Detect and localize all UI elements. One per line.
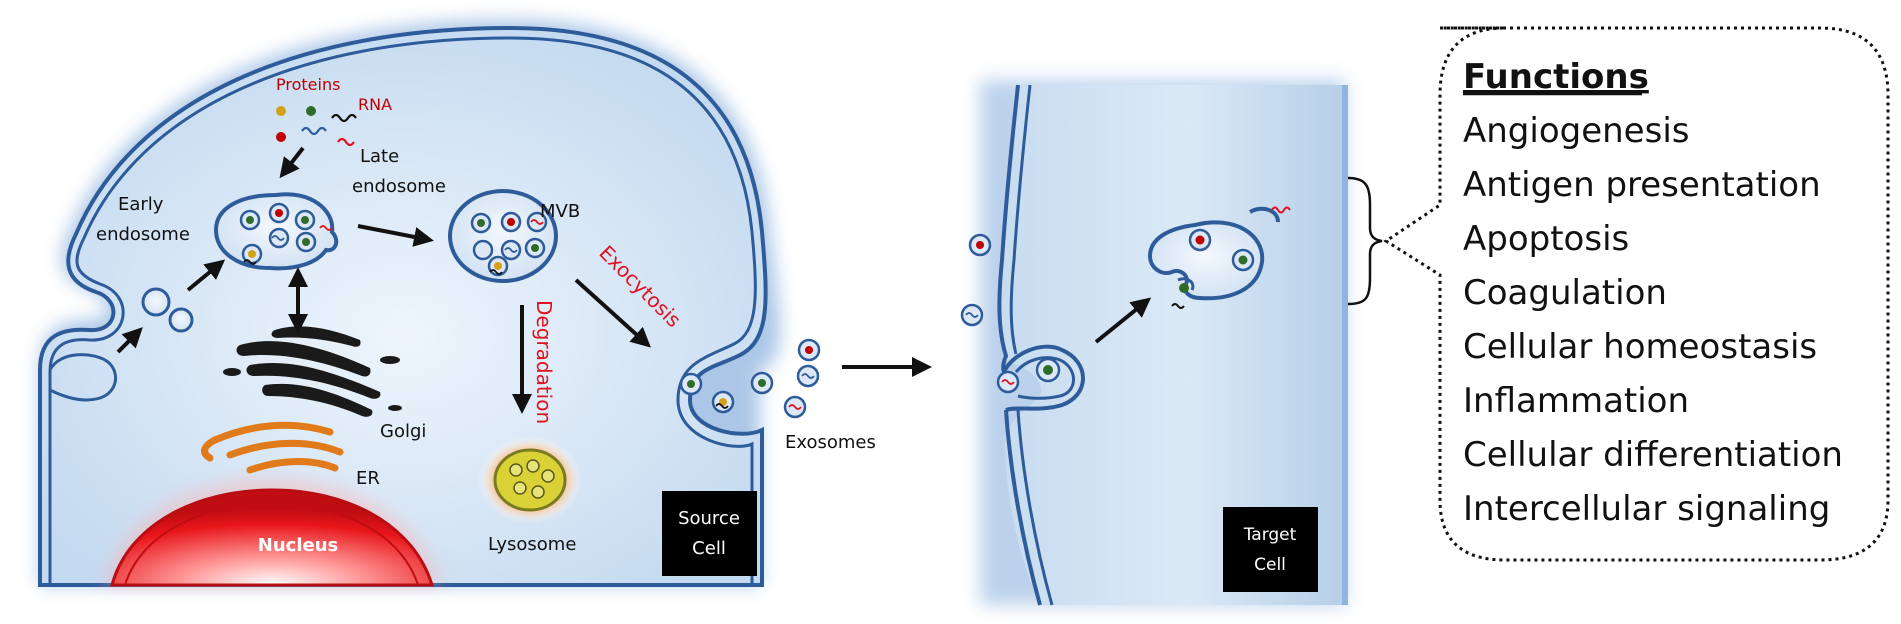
source-cell-box bbox=[662, 491, 757, 576]
degradation-label: Degradation bbox=[532, 300, 556, 424]
protein-dot bbox=[306, 106, 316, 116]
function-item: Intercellular signaling bbox=[1463, 489, 1830, 529]
source-cell-body bbox=[38, 25, 768, 587]
function-item: Cellular differentiation bbox=[1463, 435, 1843, 475]
function-item: Angiogenesis bbox=[1463, 111, 1689, 151]
target-cell-label-1: Target bbox=[1243, 525, 1297, 545]
source-cell-label-1: Source bbox=[678, 508, 740, 529]
nucleus-label: Nucleus bbox=[258, 535, 338, 556]
rna-strand bbox=[331, 113, 357, 123]
golgi-apparatus bbox=[223, 326, 402, 417]
target-endosome bbox=[1147, 206, 1291, 309]
mvb-label: MVB bbox=[540, 201, 580, 222]
function-item: Coagulation bbox=[1463, 273, 1667, 313]
rna-label: RNA bbox=[358, 95, 392, 114]
rna-strand bbox=[337, 137, 355, 147]
function-item: Apoptosis bbox=[1463, 219, 1629, 259]
lysosome bbox=[478, 436, 582, 524]
source-cell-inner-membrane bbox=[48, 36, 757, 585]
nucleus-inner bbox=[124, 502, 419, 586]
function-item: Inflammation bbox=[1463, 381, 1689, 421]
late-endosome bbox=[213, 192, 339, 271]
function-item: Cellular homeostasis bbox=[1463, 327, 1817, 367]
golgi-label: Golgi bbox=[380, 421, 426, 442]
protein-dot bbox=[276, 106, 286, 116]
target-cell-box bbox=[1223, 507, 1318, 592]
nucleus-body bbox=[110, 488, 435, 587]
exosomes bbox=[750, 338, 821, 419]
er-label: ER bbox=[356, 468, 380, 489]
early-endosome-label-2: endosome bbox=[96, 224, 190, 245]
exosomes-label: Exosomes bbox=[785, 432, 876, 453]
exocytosis-site bbox=[679, 372, 735, 414]
cargo-molecules bbox=[276, 106, 357, 147]
functions-title: Functions bbox=[1463, 57, 1649, 97]
lysosome-label: Lysosome bbox=[488, 534, 576, 555]
arrow-mvb-to-exocytosis bbox=[574, 278, 651, 348]
multivesicular-body bbox=[448, 189, 558, 283]
arrow-pit-to-early bbox=[116, 327, 143, 354]
early-endosome-vesicle bbox=[141, 287, 171, 317]
late-endosome-label-1: Late bbox=[360, 146, 399, 167]
function-item: Antigen presentation bbox=[1463, 165, 1821, 205]
source-cell-label-2: Cell bbox=[692, 538, 726, 559]
nucleus: Nucleus bbox=[105, 480, 440, 587]
source-cell bbox=[38, 20, 780, 587]
target-exosomes bbox=[960, 233, 1061, 394]
arrow-early-to-late bbox=[186, 259, 226, 292]
endoplasmic-reticulum bbox=[201, 421, 344, 474]
late-endosome-label-2: endosome bbox=[352, 176, 446, 197]
protein-dot bbox=[276, 132, 286, 142]
arrow-uptake bbox=[1094, 297, 1152, 344]
early-endosome-label-1: Early bbox=[118, 194, 164, 215]
arrow-cargo-to-late bbox=[279, 146, 305, 179]
endocytic-pit bbox=[48, 353, 117, 402]
arrow-late-to-mvb bbox=[357, 224, 434, 247]
target-cell-label-2: Cell bbox=[1254, 555, 1286, 575]
proteins-label: Proteins bbox=[276, 75, 340, 94]
early-endosome-vesicle bbox=[168, 307, 194, 333]
curly-brace bbox=[1347, 176, 1383, 306]
functions-callout bbox=[1383, 26, 1890, 562]
rna-strand bbox=[301, 126, 327, 136]
arrows bbox=[116, 146, 932, 414]
